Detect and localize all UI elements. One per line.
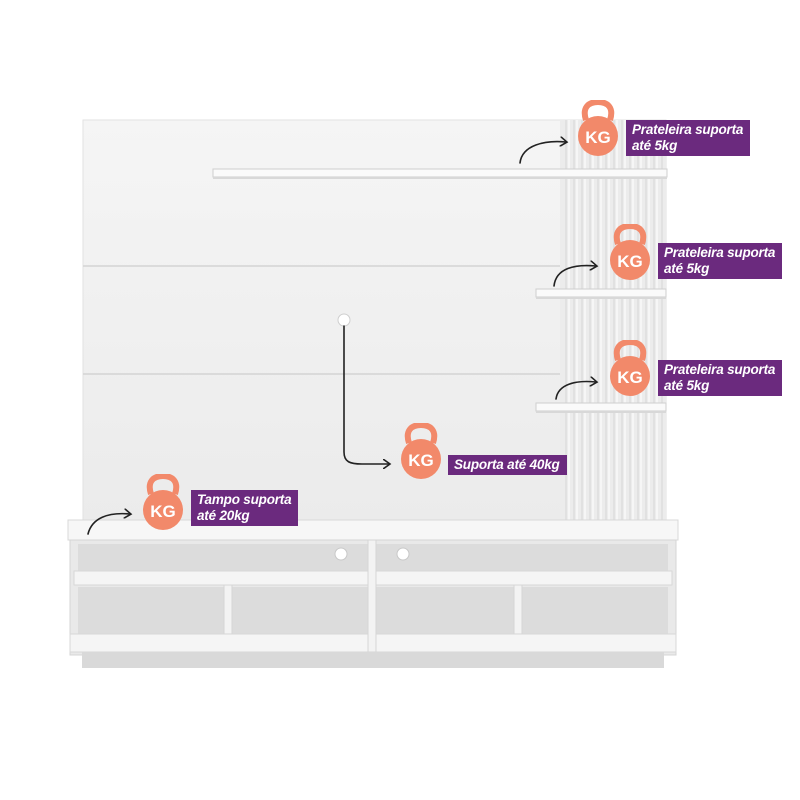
callout-line: até 5kg <box>664 378 710 393</box>
kettlebell-icon: KG <box>578 100 618 156</box>
arrow-panel <box>343 325 389 464</box>
callout-line: até 20kg <box>197 508 250 523</box>
callout-label-panel: Suporta até 40kg <box>448 455 567 475</box>
svg-text:KG: KG <box>617 368 643 387</box>
arrow-top-shelf <box>519 142 566 164</box>
kettlebell-icon: KG <box>610 224 650 280</box>
arrow-lower-shelf <box>555 382 596 400</box>
arrow-middle-shelf <box>553 266 596 287</box>
callout-label-middle-shelf: Prateleira suporta até 5kg <box>658 243 783 279</box>
callout-line: Prateleira suporta <box>632 122 744 137</box>
kettlebell-icon: KG <box>610 340 650 396</box>
callout-line: Suporta até 40kg <box>454 457 560 472</box>
callout-line: Prateleira suporta <box>664 245 776 260</box>
back-panel <box>82 119 667 521</box>
kettlebell-icon: KG <box>401 423 441 479</box>
kettlebell-icon: KG <box>143 474 183 530</box>
callout-line: até 5kg <box>664 261 710 276</box>
shelves <box>212 168 668 413</box>
callout-line: até 5kg <box>632 138 678 153</box>
callout-line: Prateleira suporta <box>664 362 776 377</box>
callout-label-top-shelf: Prateleira suporta até 5kg <box>626 120 751 156</box>
callout-label-lower-shelf: Prateleira suporta até 5kg <box>658 360 783 396</box>
rack <box>67 519 679 668</box>
callout-label-rack-top: Tampo suporta até 20kg <box>191 490 299 526</box>
arrow-top-rack <box>87 514 130 535</box>
svg-text:KG: KG <box>408 451 434 470</box>
svg-text:KG: KG <box>585 128 611 147</box>
callout-line: Tampo suporta <box>197 492 292 507</box>
svg-text:KG: KG <box>617 252 643 271</box>
svg-text:KG: KG <box>150 502 176 521</box>
arrows <box>87 142 596 535</box>
